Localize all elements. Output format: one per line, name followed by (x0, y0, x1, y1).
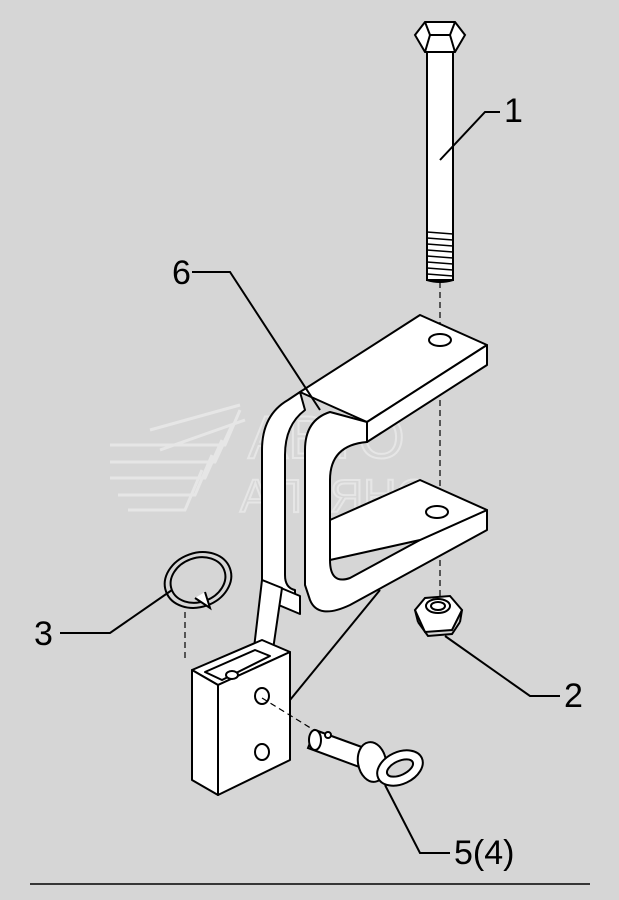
leader-1 (439, 111, 500, 161)
pin-axis-line (261, 697, 331, 741)
bolt-part-1 (413, 21, 467, 283)
nut-part-2 (413, 594, 464, 638)
leader-lines (60, 111, 560, 854)
leader-5 (384, 784, 450, 854)
callout-5-4: 5(4) (454, 834, 515, 872)
ring-part-3 (163, 551, 233, 611)
callout-2: 2 (564, 677, 583, 715)
callout-6: 6 (172, 254, 191, 292)
callout-1: 1 (504, 92, 523, 130)
watermark-logo (110, 403, 246, 512)
leader-3 (60, 589, 173, 634)
leader-6 (192, 271, 321, 411)
mount-block (191, 579, 381, 796)
leader-2 (444, 635, 560, 697)
callout-3: 3 (34, 615, 53, 653)
pin-part-5 (306, 728, 424, 787)
